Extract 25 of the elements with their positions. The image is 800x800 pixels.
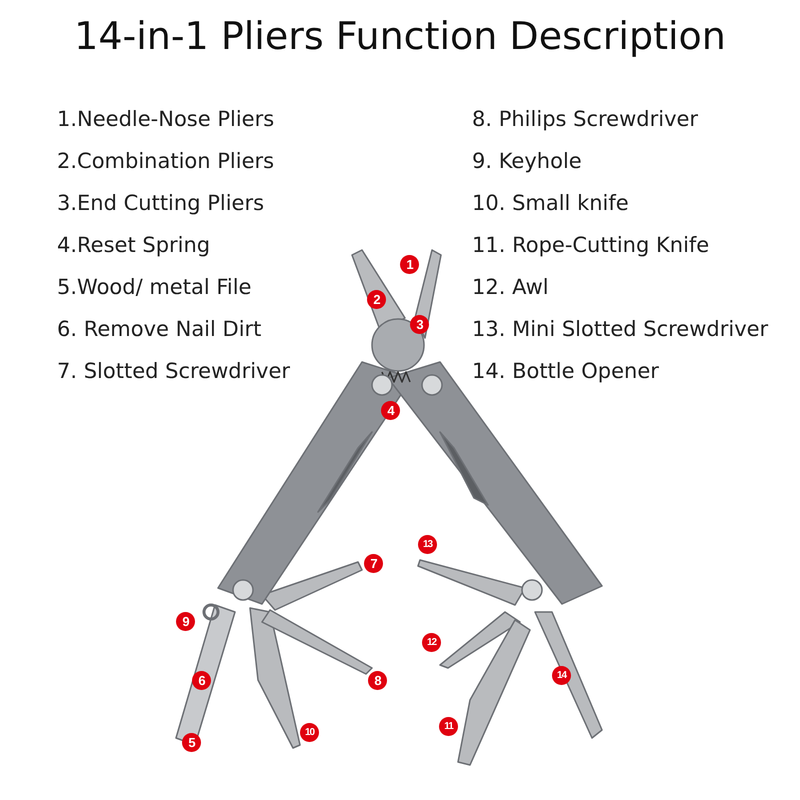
function-list-item: 10. Small knife [472,191,629,215]
function-list-item: 8. Philips Screwdriver [472,107,698,131]
callout-number: 9 [176,612,195,631]
function-list-item: 9. Keyhole [472,149,582,173]
function-list-item: 11. Rope-Cutting Knife [472,233,710,257]
function-list-item: 7. Slotted Screwdriver [57,359,290,383]
function-list-item: 4.Reset Spring [57,233,210,257]
callout-number: 13 [418,535,437,554]
function-list-item: 1.Needle-Nose Pliers [57,107,274,131]
title: 14-in-1 Pliers Function Description [73,14,727,58]
callout-number: 7 [364,554,383,573]
function-list-item: 5.Wood/ metal File [57,275,252,299]
function-list-item: 12. Awl [472,275,549,299]
function-list-item: 13. Mini Slotted Screwdriver [472,317,768,341]
function-list-item: 3.End Cutting Pliers [57,191,264,215]
callout-number: 1 [400,255,419,274]
function-list-item: 2.Combination Pliers [57,149,274,173]
function-list-item: 6. Remove Nail Dirt [57,317,262,341]
callout-number: 12 [422,633,441,652]
callout-number: 10 [300,723,319,742]
callout-number: 5 [182,733,201,752]
function-list-item: 14. Bottle Opener [472,359,659,383]
callout-number: 14 [552,666,571,685]
callout-number: 8 [368,671,387,690]
callout-number: 11 [439,717,458,736]
